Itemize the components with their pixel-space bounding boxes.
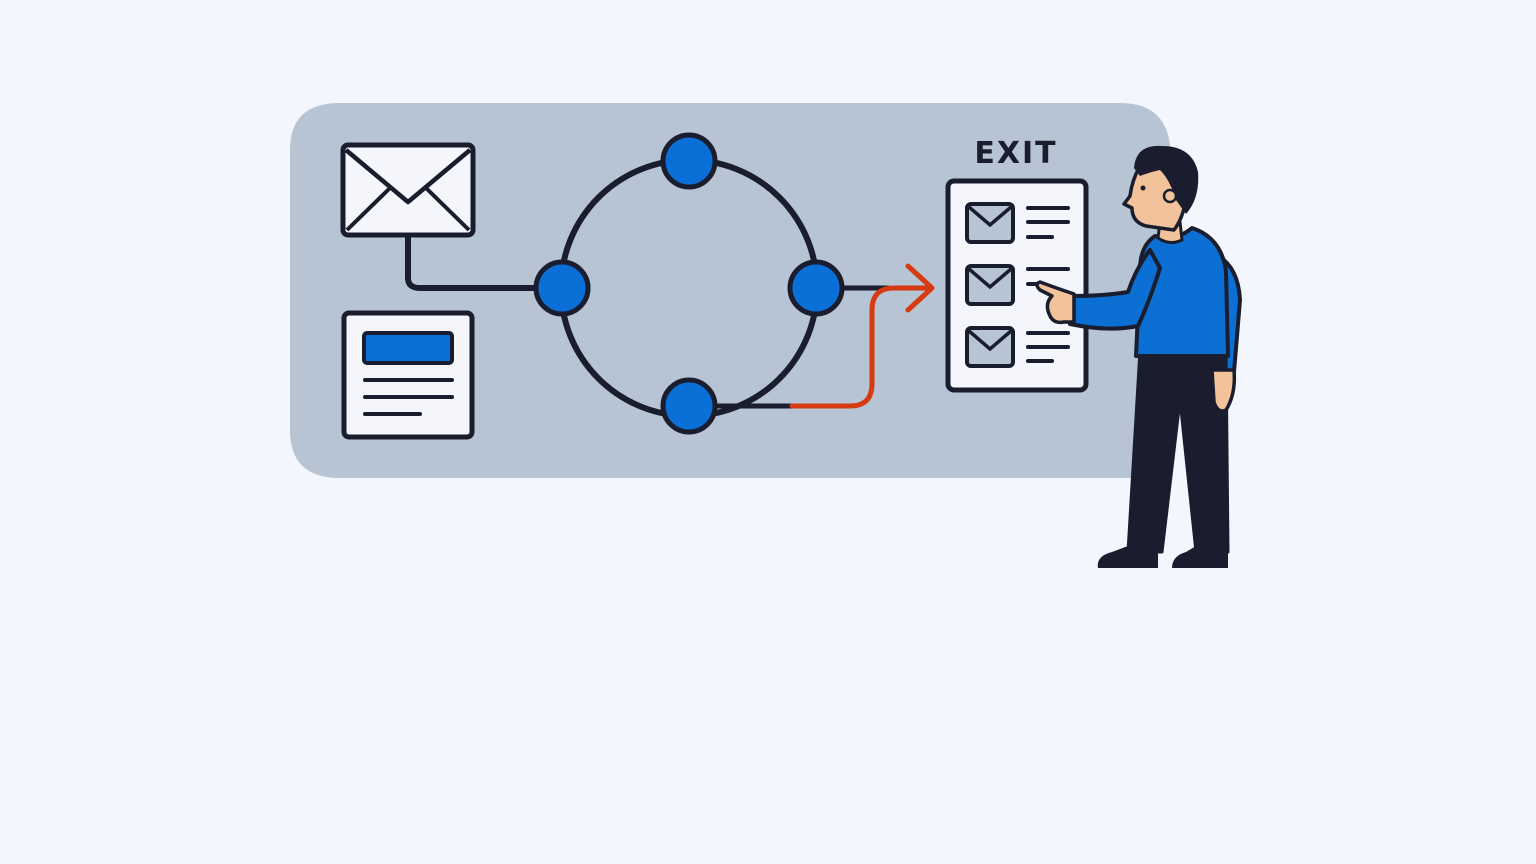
person-pointing-hand [1035,280,1076,325]
envelope-icon [965,326,1015,368]
loop-node-top [660,132,718,190]
person-shoe-right [1172,546,1228,568]
person-front-arm [1068,248,1162,331]
exit-arrowhead-icon [905,263,935,313]
envelope-icon [965,202,1015,244]
person-shoe-left [1097,546,1158,568]
envelope-icon [340,142,476,238]
person-eye [1140,185,1146,191]
exit-arrow-path [789,285,933,409]
loop-node-bottom [660,377,718,435]
exit-list-card [945,178,1089,393]
envelope-icon [965,264,1015,306]
document-icon [341,310,475,440]
person-ear [1162,188,1178,204]
person-hair [1134,145,1199,214]
exit-label: EXIT [974,136,1057,171]
person-back-hand [1210,368,1237,413]
person-pointing-icon [1035,145,1242,568]
loop-node-right [787,259,845,317]
input-connector [405,229,543,291]
loop-node-left [533,259,591,317]
